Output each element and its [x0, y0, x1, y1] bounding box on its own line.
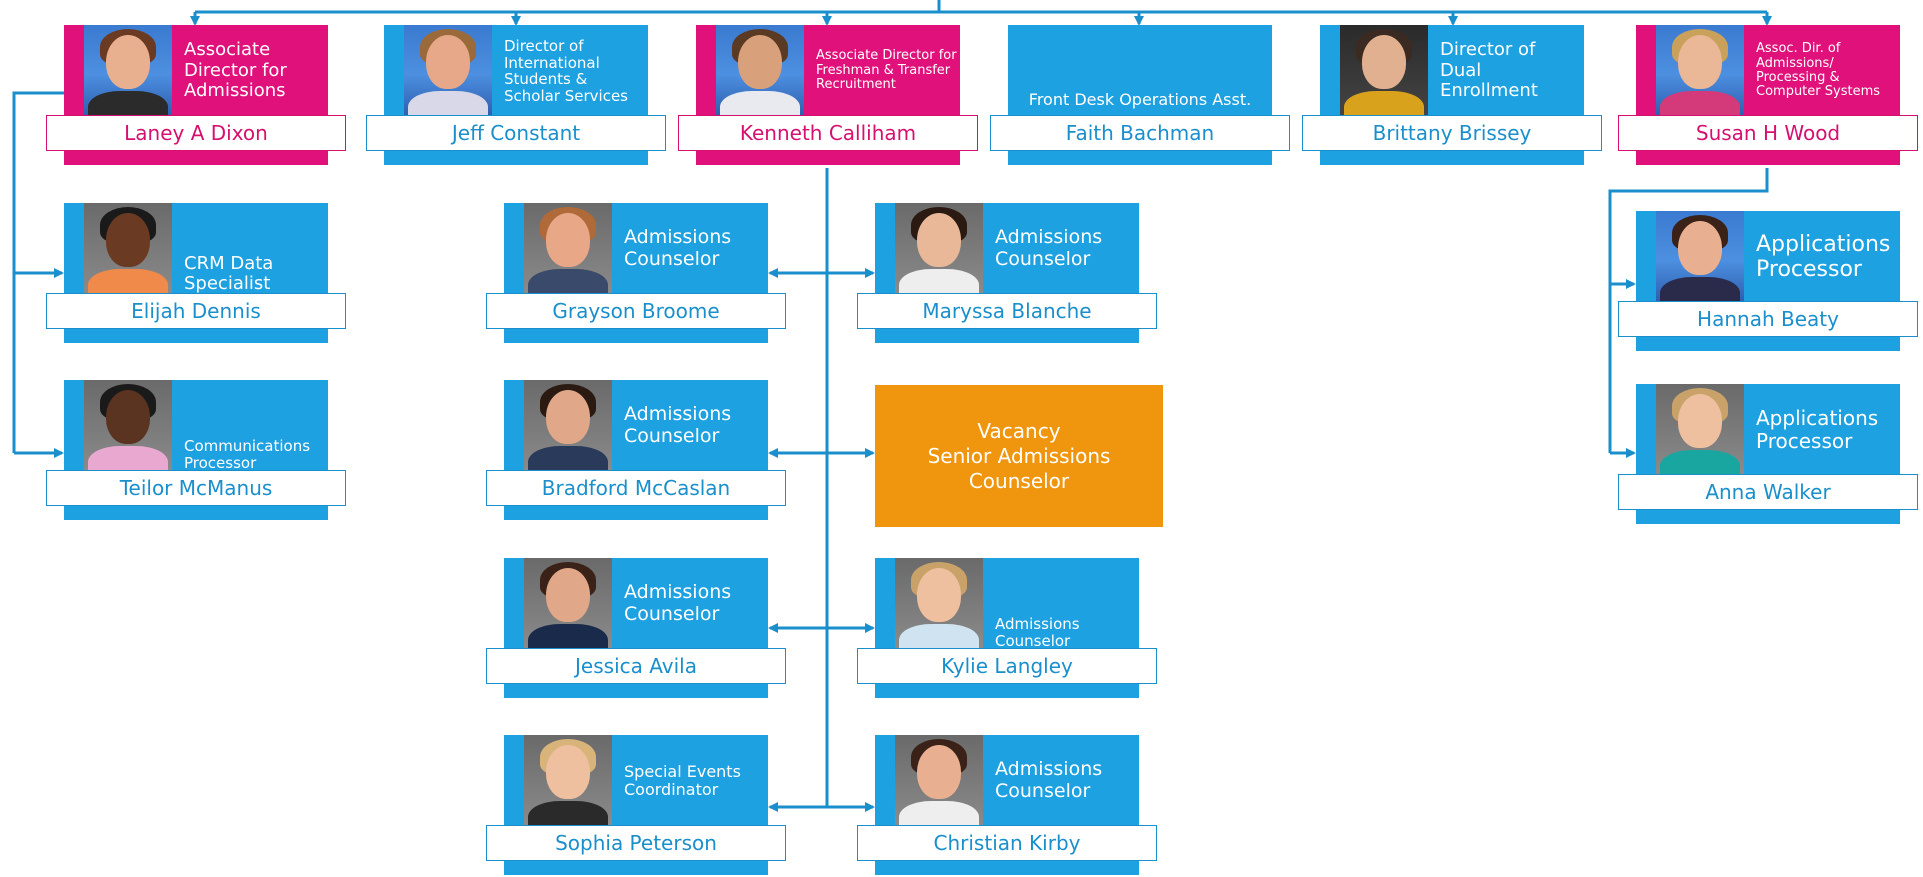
title-elijah: CRM Data Specialist — [184, 252, 274, 295]
photo-laney — [84, 25, 172, 115]
name-elijah: Elijah Dennis — [46, 293, 346, 329]
photo-christian — [895, 735, 983, 825]
card-maryssa: Admissions Counselor Maryssa Blanche — [857, 203, 1157, 343]
name-hannah: Hannah Beaty — [1618, 301, 1918, 337]
card-jessica: Admissions Counselor Jessica Avila — [486, 558, 786, 698]
name-bradford: Bradford McCaslan — [486, 470, 786, 506]
card-anna: Applications Processor Anna Walker — [1618, 384, 1918, 524]
photo-teilor — [84, 380, 172, 470]
photo-anna — [1656, 384, 1744, 474]
name-jessica: Jessica Avila — [486, 648, 786, 684]
name-faith: Faith Bachman — [990, 115, 1290, 151]
title-brittany: Director of Dual Enrollment — [1440, 38, 1538, 102]
card-brittany: Director of Dual Enrollment Brittany Bri… — [1302, 25, 1602, 165]
card-susan: Assoc. Dir. of Admissions/ Processing & … — [1618, 25, 1918, 165]
photo-kylie — [895, 558, 983, 648]
photo-elijah — [84, 203, 172, 293]
title-maryssa: Admissions Counselor — [995, 226, 1103, 270]
name-kylie: Kylie Langley — [857, 648, 1157, 684]
photo-kenneth — [716, 25, 804, 115]
photo-bradford — [524, 380, 612, 470]
connector-susan-trunk — [1608, 168, 1769, 453]
title-susan: Assoc. Dir. of Admissions/ Processing & … — [1756, 41, 1881, 100]
card-laney: Associate Director for Admissions Laney … — [46, 25, 346, 165]
card-elijah: CRM Data Specialist Elijah Dennis — [46, 203, 346, 343]
name-brittany: Brittany Brissey — [1302, 115, 1602, 151]
card-kylie: Admissions Counselor Kylie Langley — [857, 558, 1157, 698]
photo-brittany — [1340, 25, 1428, 115]
title-teilor: Communications Processor — [184, 436, 311, 472]
photo-sophia — [524, 735, 612, 825]
photo-grayson — [524, 203, 612, 293]
title-hannah: Applications Processor — [1756, 231, 1891, 282]
title-jeff: Director of International Students & Sch… — [504, 37, 628, 105]
photo-hannah — [1656, 211, 1744, 301]
title-sophia: Special Events Coordinator — [624, 761, 741, 799]
title-laney: Associate Director for Admissions — [184, 38, 287, 102]
vacancy-position: Senior Admissions Counselor — [927, 443, 1111, 493]
title-faith: Front Desk Operations Asst. — [1028, 89, 1252, 109]
connector-laney-trunk — [12, 91, 64, 453]
name-laney: Laney A Dixon — [46, 115, 346, 151]
title-grayson: Admissions Counselor — [624, 226, 732, 270]
card-teilor: Communications Processor Teilor McManus — [46, 380, 346, 520]
name-jeff: Jeff Constant — [366, 115, 666, 151]
vacancy-label: Vacancy — [977, 418, 1061, 443]
name-anna: Anna Walker — [1618, 474, 1918, 510]
card-sophia: Special Events Coordinator Sophia Peters… — [486, 735, 786, 875]
name-grayson: Grayson Broome — [486, 293, 786, 329]
title-kenneth: Associate Director for Freshman & Transf… — [816, 48, 957, 93]
card-hannah: Applications Processor Hannah Beaty — [1618, 211, 1918, 351]
card-faith: Front Desk Operations Asst. Faith Bachma… — [990, 25, 1290, 165]
photo-maryssa — [895, 203, 983, 293]
card-jeff: Director of International Students & Sch… — [366, 25, 666, 165]
name-susan: Susan H Wood — [1618, 115, 1918, 151]
title-bradford: Admissions Counselor — [624, 403, 732, 447]
card-kenneth: Associate Director for Freshman & Transf… — [678, 25, 978, 165]
name-maryssa: Maryssa Blanche — [857, 293, 1157, 329]
name-teilor: Teilor McManus — [46, 470, 346, 506]
name-sophia: Sophia Peterson — [486, 825, 786, 861]
photo-jeff — [404, 25, 492, 115]
card-bradford: Admissions Counselor Bradford McCaslan — [486, 380, 786, 520]
name-kenneth: Kenneth Calliham — [678, 115, 978, 151]
title-jessica: Admissions Counselor — [624, 581, 732, 625]
name-christian: Christian Kirby — [857, 825, 1157, 861]
card-christian: Admissions Counselor Christian Kirby — [857, 735, 1157, 875]
vacancy-box: Vacancy Senior Admissions Counselor — [875, 385, 1163, 527]
photo-susan — [1656, 25, 1744, 115]
photo-jessica — [524, 558, 612, 648]
title-christian: Admissions Counselor — [995, 758, 1103, 802]
title-kylie: Admissions Counselor — [995, 614, 1080, 650]
card-grayson: Admissions Counselor Grayson Broome — [486, 203, 786, 343]
title-anna: Applications Processor — [1756, 406, 1879, 453]
